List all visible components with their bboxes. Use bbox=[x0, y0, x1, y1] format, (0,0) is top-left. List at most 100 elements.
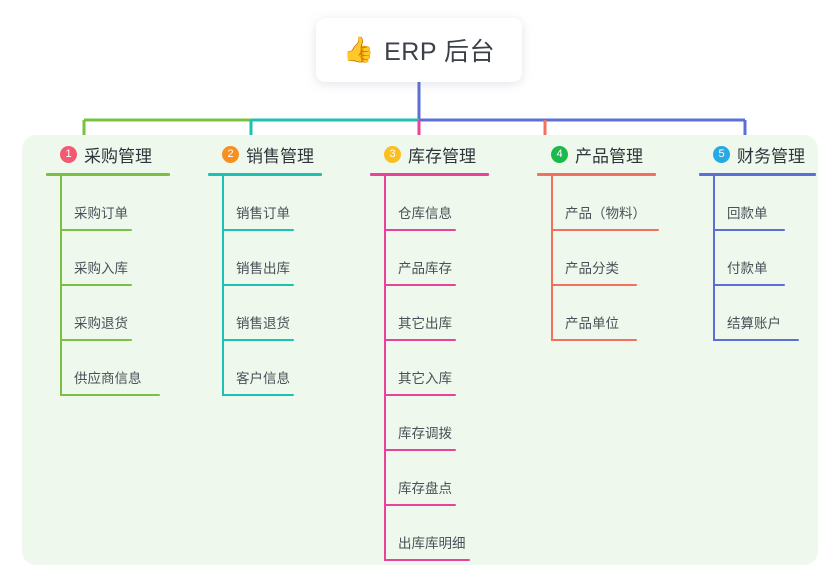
module-item-underline bbox=[60, 339, 132, 341]
module-index-badge: 1 bbox=[60, 145, 77, 163]
module-column-underline bbox=[537, 173, 656, 176]
module-item[interactable]: 仓库信息 bbox=[370, 176, 545, 231]
module-column-underline bbox=[699, 173, 816, 176]
module-item[interactable]: 供应商信息 bbox=[46, 341, 216, 396]
module-item-label: 回款单 bbox=[727, 206, 768, 221]
module-item[interactable]: 销售出库 bbox=[208, 231, 378, 286]
module-item[interactable]: 结算账户 bbox=[699, 286, 839, 341]
module-spine bbox=[60, 176, 62, 396]
module-column-title: 财务管理 bbox=[737, 146, 805, 166]
module-item-label: 产品库存 bbox=[398, 261, 452, 276]
module-item-label: 销售出库 bbox=[236, 261, 290, 276]
page-title: ERP 后台 bbox=[384, 38, 496, 66]
module-item[interactable]: 其它出库 bbox=[370, 286, 545, 341]
module-item[interactable]: 采购退货 bbox=[46, 286, 216, 341]
module-item[interactable]: 客户信息 bbox=[208, 341, 378, 396]
module-item[interactable]: 销售订单 bbox=[208, 176, 378, 231]
module-column: 1 采购管理采购订单采购入库采购退货供应商信息 bbox=[46, 135, 216, 396]
module-item[interactable]: 出库库明细 bbox=[370, 506, 545, 561]
module-item-label: 采购订单 bbox=[74, 206, 128, 221]
module-item-label: 供应商信息 bbox=[74, 371, 142, 386]
module-item-underline bbox=[713, 229, 785, 231]
module-item-list: 采购订单采购入库采购退货供应商信息 bbox=[46, 176, 216, 396]
title-card[interactable]: 👍 ERP 后台 bbox=[316, 18, 522, 82]
module-column: 5 财务管理回款单付款单结算账户 bbox=[699, 135, 839, 341]
module-item-label: 其它出库 bbox=[398, 316, 452, 331]
module-item[interactable]: 库存调拨 bbox=[370, 396, 545, 451]
module-item[interactable]: 采购订单 bbox=[46, 176, 216, 231]
module-item-underline bbox=[60, 394, 160, 396]
module-column-underline bbox=[370, 173, 489, 176]
module-item-underline bbox=[384, 394, 456, 396]
module-item-label: 产品分类 bbox=[565, 261, 619, 276]
module-item-underline bbox=[551, 339, 637, 341]
module-item-label: 结算账户 bbox=[727, 316, 781, 331]
module-item[interactable]: 付款单 bbox=[699, 231, 839, 286]
module-item-underline bbox=[551, 229, 659, 231]
module-column-title: 库存管理 bbox=[408, 146, 476, 166]
module-item-underline bbox=[384, 449, 456, 451]
module-item-label: 付款单 bbox=[727, 261, 768, 276]
module-column: 4 产品管理产品（物料） 产品分类产品单位 bbox=[537, 135, 712, 341]
module-column-header[interactable]: 4 产品管理 bbox=[537, 135, 712, 173]
module-item-underline bbox=[222, 229, 294, 231]
module-item-underline bbox=[384, 229, 456, 231]
module-item[interactable]: 产品单位 bbox=[537, 286, 712, 341]
module-column-header[interactable]: 5 财务管理 bbox=[699, 135, 839, 173]
module-item[interactable]: 采购入库 bbox=[46, 231, 216, 286]
module-spine bbox=[551, 176, 553, 341]
module-column-header[interactable]: 1 采购管理 bbox=[46, 135, 216, 173]
module-item-underline bbox=[713, 339, 799, 341]
module-item[interactable]: 产品库存 bbox=[370, 231, 545, 286]
module-column-title: 采购管理 bbox=[84, 146, 152, 166]
module-item-underline bbox=[713, 284, 785, 286]
module-item-underline bbox=[384, 559, 470, 561]
module-item-underline bbox=[222, 394, 294, 396]
module-index-badge: 5 bbox=[713, 145, 730, 163]
module-item-label: 采购退货 bbox=[74, 316, 128, 331]
module-item[interactable]: 销售退货 bbox=[208, 286, 378, 341]
module-index-badge: 4 bbox=[551, 145, 568, 163]
module-column-header[interactable]: 3 库存管理 bbox=[370, 135, 545, 173]
module-item-list: 回款单付款单结算账户 bbox=[699, 176, 839, 341]
module-item-label: 仓库信息 bbox=[398, 206, 452, 221]
module-column-underline bbox=[46, 173, 170, 176]
module-spine bbox=[713, 176, 715, 341]
module-item[interactable]: 产品分类 bbox=[537, 231, 712, 286]
module-item[interactable]: 库存盘点 bbox=[370, 451, 545, 506]
module-item-label: 库存盘点 bbox=[398, 481, 452, 496]
module-item-label: 客户信息 bbox=[236, 371, 290, 386]
module-item-label: 采购入库 bbox=[74, 261, 128, 276]
module-item[interactable]: 其它入库 bbox=[370, 341, 545, 396]
module-column: 3 库存管理仓库信息产品库存其它出库其它入库库存调拨库存盘点出库库明细 bbox=[370, 135, 545, 561]
module-item-underline bbox=[222, 284, 294, 286]
module-spine bbox=[384, 176, 386, 561]
module-item[interactable]: 产品（物料） bbox=[537, 176, 712, 231]
module-item-underline bbox=[384, 284, 456, 286]
module-column-title: 产品管理 bbox=[575, 146, 643, 166]
module-item-underline bbox=[222, 339, 294, 341]
module-item-underline bbox=[384, 339, 456, 341]
thumbs-up-icon: 👍 bbox=[342, 35, 375, 64]
module-item-list: 仓库信息产品库存其它出库其它入库库存调拨库存盘点出库库明细 bbox=[370, 176, 545, 561]
module-item-label: 产品单位 bbox=[565, 316, 619, 331]
module-item-list: 产品（物料） 产品分类产品单位 bbox=[537, 176, 712, 341]
modules-panel bbox=[22, 135, 818, 565]
module-item[interactable]: 回款单 bbox=[699, 176, 839, 231]
module-item-label: 产品（物料） bbox=[565, 206, 646, 221]
module-item-underline bbox=[384, 504, 456, 506]
module-item-underline bbox=[60, 284, 132, 286]
module-index-badge: 3 bbox=[384, 145, 401, 163]
module-item-list: 销售订单销售出库销售退货客户信息 bbox=[208, 176, 378, 396]
module-item-label: 其它入库 bbox=[398, 371, 452, 386]
module-spine bbox=[222, 176, 224, 396]
module-column-title: 销售管理 bbox=[246, 146, 314, 166]
module-item-label: 出库库明细 bbox=[398, 536, 466, 551]
module-item-label: 库存调拨 bbox=[398, 426, 452, 441]
module-item-underline bbox=[60, 229, 132, 231]
module-item-label: 销售退货 bbox=[236, 316, 290, 331]
